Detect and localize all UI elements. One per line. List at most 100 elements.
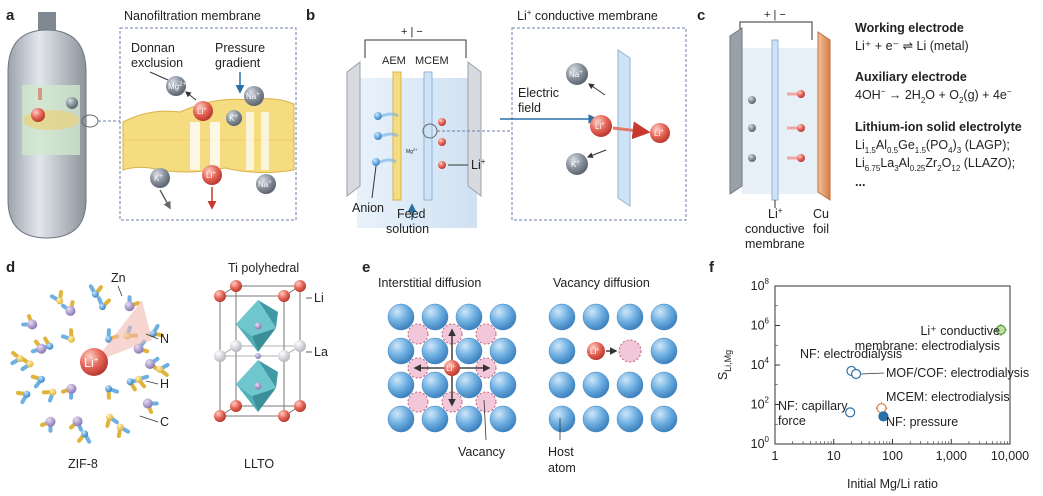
framework-atom bbox=[135, 375, 143, 383]
zn-atom bbox=[72, 416, 83, 427]
panel-b: b + | − AEM MCEM Mg2+ Li+ Anion Fee bbox=[306, 7, 687, 236]
c-bath bbox=[742, 48, 820, 194]
zn-atom bbox=[45, 416, 56, 427]
b-electrode-left bbox=[346, 60, 361, 198]
b-li-label: Li+ bbox=[471, 157, 486, 172]
annotation-label: force bbox=[778, 414, 806, 428]
framework-atom bbox=[49, 388, 57, 396]
panel-c: c + | − Li+ conductive membrane Cu foil … bbox=[697, 7, 1022, 251]
aem-label: AEM bbox=[382, 55, 406, 67]
field-label-1: Electric bbox=[518, 86, 559, 100]
annotation-label: NF: electrodialysis bbox=[800, 347, 902, 361]
panel-b-letter: b bbox=[306, 7, 315, 24]
cu-label-1: Cu bbox=[813, 207, 829, 221]
svg-text:Li+: Li+ bbox=[595, 122, 605, 131]
zn-atom bbox=[145, 359, 155, 369]
donnan-label-2: exclusion bbox=[131, 56, 183, 70]
tank-cap bbox=[38, 12, 56, 30]
vacancy-label: Vacancy bbox=[458, 445, 506, 459]
panel-e: e Interstitial diffusion Vacancy diffusi… bbox=[362, 259, 678, 475]
svg-text:Li+: Li+ bbox=[654, 129, 664, 138]
k-ion-mid: K+ bbox=[226, 110, 242, 126]
li-ion-top: Li+ bbox=[193, 101, 213, 121]
framework-atom bbox=[16, 355, 24, 363]
nf-title: Nanofiltration membrane bbox=[124, 9, 261, 23]
anion-group bbox=[372, 112, 399, 166]
c-ellipsis: ... bbox=[855, 175, 865, 189]
framework-atom bbox=[26, 360, 34, 368]
host-atom bbox=[455, 405, 483, 433]
interstitial-li: Li+ bbox=[413, 328, 491, 407]
svg-text:Li+: Li+ bbox=[206, 171, 216, 180]
tank-li-ion bbox=[31, 108, 45, 122]
host-atom bbox=[616, 371, 644, 399]
framework-atom bbox=[56, 297, 64, 305]
host-label-2: atom bbox=[548, 461, 576, 475]
point-mcem bbox=[876, 403, 887, 414]
y-tick-label: 104 bbox=[751, 356, 770, 372]
interstitial-site bbox=[475, 323, 497, 345]
c-ions-right bbox=[787, 90, 805, 162]
point-nf-capillary bbox=[845, 407, 856, 418]
b-li-ion-mid: Li+ bbox=[590, 115, 612, 137]
svg-text:Mg2+: Mg2+ bbox=[406, 147, 418, 155]
k-ion-bottom: K+ bbox=[150, 168, 170, 188]
host-atom bbox=[455, 371, 483, 399]
annotation-label: NF: pressure bbox=[886, 415, 958, 429]
zn-atom bbox=[124, 301, 135, 312]
solid-title: Lithium-ion solid electrolyte bbox=[855, 120, 1022, 134]
n-label: N bbox=[160, 332, 169, 346]
svg-text:Li+: Li+ bbox=[590, 347, 599, 356]
zif8-framework bbox=[10, 284, 170, 444]
la-atom-label: La bbox=[314, 345, 328, 359]
panel-d: d Li+ Zn N H C ZIF-8 Ti polyhedral bbox=[6, 259, 328, 471]
b-k-ion: K+ bbox=[566, 153, 588, 175]
zn-atom bbox=[133, 343, 144, 354]
svg-text:K+: K+ bbox=[229, 114, 238, 123]
ti-octahedron-bottom bbox=[236, 360, 276, 396]
c-ions-left bbox=[748, 96, 756, 162]
nf-tank bbox=[7, 12, 120, 239]
annotation-label: MOF/COF: electrodialysis bbox=[886, 366, 1029, 380]
zif-label: ZIF-8 bbox=[68, 457, 98, 471]
annotation-label: MCEM: electrodialysis bbox=[886, 390, 1010, 404]
host-atom bbox=[582, 405, 610, 433]
framework-atom bbox=[46, 342, 54, 350]
feed-label-1: Feed bbox=[397, 207, 426, 221]
y-tick-label: 108 bbox=[751, 277, 770, 293]
interstitial-site bbox=[407, 391, 429, 413]
x-tick-label: 10,000 bbox=[991, 449, 1029, 463]
x-tick-label: 10 bbox=[827, 449, 841, 463]
annotation-label: Li⁺ conductive bbox=[920, 324, 1000, 338]
mcem-membrane bbox=[423, 71, 433, 201]
svg-text:Mg2+: Mg2+ bbox=[168, 82, 186, 91]
host-atom bbox=[387, 303, 415, 331]
host-atom bbox=[421, 303, 449, 331]
host-atom bbox=[548, 337, 576, 365]
c-li-membrane bbox=[771, 39, 779, 201]
host-atom bbox=[421, 337, 449, 365]
panel-c-letter: c bbox=[697, 7, 705, 24]
host-atom bbox=[616, 405, 644, 433]
field-label-2: field bbox=[518, 101, 541, 115]
x-tick-label: 100 bbox=[882, 449, 903, 463]
feed-label-2: solution bbox=[386, 222, 429, 236]
interstitial-lattice bbox=[387, 303, 517, 433]
aux-title: Auxiliary electrode bbox=[855, 70, 967, 84]
host-atom bbox=[489, 303, 517, 331]
c-membrane-label-2: conductive bbox=[745, 222, 805, 236]
x-axis-label: Initial Mg/Li ratio bbox=[847, 477, 938, 491]
framework-atom bbox=[156, 365, 164, 373]
host-atom bbox=[455, 337, 483, 365]
x-tick-label: 1 bbox=[772, 449, 779, 463]
h-label: H bbox=[160, 377, 169, 391]
ti-octahedron-top bbox=[236, 300, 276, 336]
tank-gray-ion bbox=[66, 97, 78, 109]
host-label-1: Host bbox=[548, 445, 574, 459]
svg-text:Li+: Li+ bbox=[197, 107, 207, 116]
svg-text:Li+: Li+ bbox=[446, 364, 455, 373]
c-membrane-label-1: Li+ bbox=[768, 206, 783, 221]
vacancy-li: Li+ bbox=[587, 339, 642, 363]
